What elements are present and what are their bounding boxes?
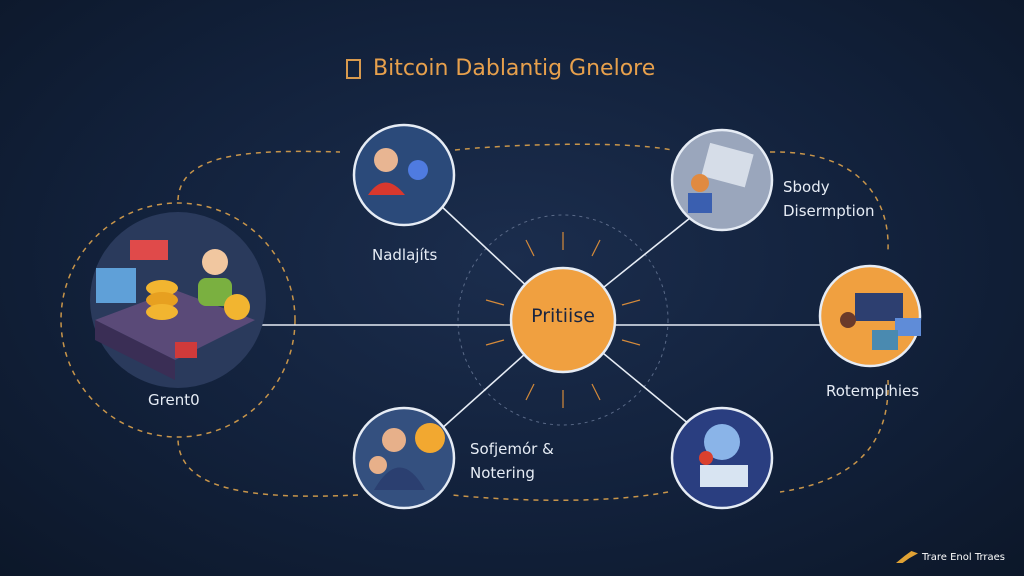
node-top-right	[670, 128, 774, 232]
node-label-bottom-left-1: Sofjemór &	[470, 440, 554, 458]
left-illustration	[90, 212, 266, 388]
brand-icon	[896, 551, 918, 563]
center-node-label: Pritiise	[531, 305, 595, 327]
title-text: Bitcoin Dablantig Gnelore	[373, 56, 656, 81]
node-label-top-left: Nadlajíts	[372, 246, 438, 264]
square-outline-icon	[346, 58, 361, 79]
node-bottom-right	[670, 406, 774, 510]
dashed-loop	[177, 143, 889, 502]
brand-logo: Trare Enol Trraes	[896, 551, 1005, 563]
brand-text: Trare Enol Trraes	[922, 551, 1006, 563]
node-top-left	[352, 123, 456, 227]
node-label-right: Rotemplhies	[826, 382, 920, 400]
node-label-left: Grent0	[148, 391, 200, 409]
node-bottom-left	[352, 406, 456, 510]
left-dashed-ring	[60, 202, 296, 438]
node-label-top-right-1: Sbody	[783, 178, 830, 196]
node-label-top-right-2: Disermption	[783, 202, 875, 220]
center-rays	[485, 232, 641, 408]
node-label-bottom-left-2: Notering	[470, 464, 535, 482]
center-node	[509, 266, 617, 374]
page-title: Bitcoin Dablantig Gnelore	[346, 56, 655, 81]
center-dashed-ring	[457, 214, 669, 426]
node-right	[818, 264, 922, 368]
